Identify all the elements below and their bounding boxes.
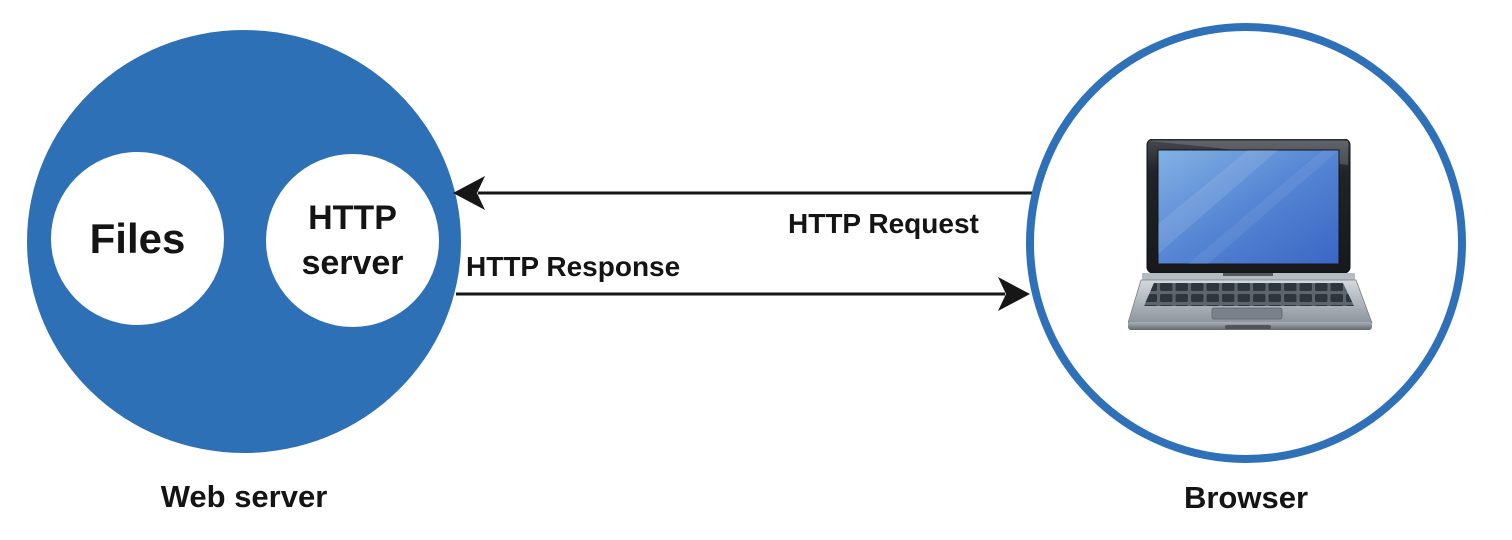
http-server-circle: HTTP server [266,154,439,327]
web-server-label: Web server [160,479,328,514]
right-arrowhead-icon [998,277,1030,311]
http-request-label: HTTP Request [788,208,979,239]
files-circle: Files [51,152,224,325]
left-arrowhead-icon [453,176,485,210]
http-server-label: HTTP server [301,199,404,282]
http-response-arrow [456,277,1030,311]
http-response-label: HTTP Response [466,251,681,282]
browser-label: Browser [1183,480,1309,515]
files-label: Files [89,214,186,262]
http-request-arrow [453,176,1033,210]
laptop-icon [1128,139,1373,330]
